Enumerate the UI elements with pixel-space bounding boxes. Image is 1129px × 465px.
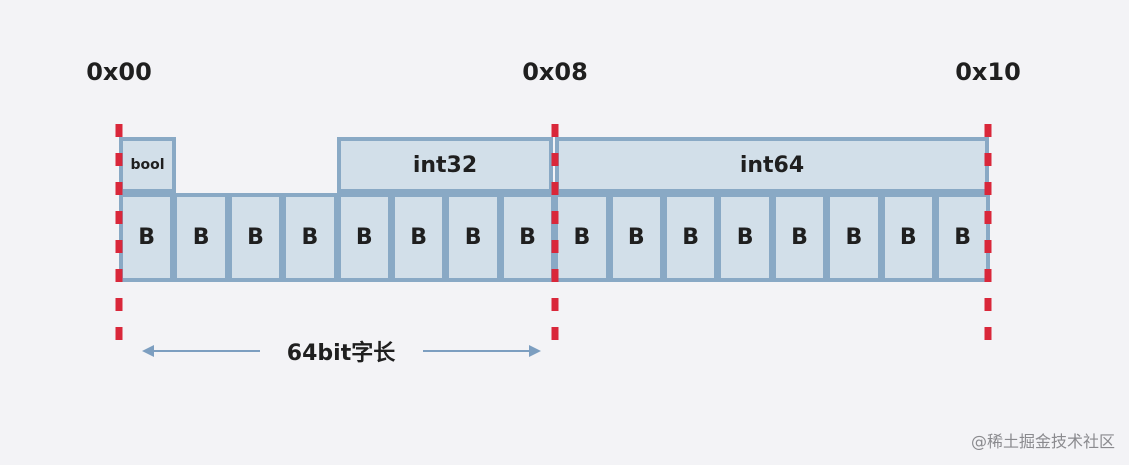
arrow-left <box>142 345 260 357</box>
byte-cell: B <box>717 193 773 282</box>
arrow-right <box>423 345 541 357</box>
boundary-line-0x08 <box>551 124 559 352</box>
boundary-line-0x00 <box>115 124 123 352</box>
byte-cell: B <box>771 193 828 282</box>
field-bool: bool <box>119 137 176 193</box>
address-label-0x08: 0x08 <box>522 58 588 86</box>
boundary-line-0x10 <box>984 124 992 352</box>
byte-cell: B <box>499 193 556 282</box>
field-int64: int64 <box>555 137 989 193</box>
byte-cell: B <box>554 193 610 282</box>
field-int32: int32 <box>337 137 553 193</box>
byte-cell: B <box>935 193 991 282</box>
byte-cell: B <box>880 193 936 282</box>
byte-cell: B <box>663 193 719 282</box>
watermark: @稀土掘金技术社区 <box>970 432 1115 451</box>
byte-cell: B <box>119 193 175 282</box>
byte-cell: B <box>445 193 501 282</box>
word-size-label: 64bit字长 <box>286 341 396 366</box>
byte-cell: B <box>608 193 664 282</box>
byte-cell: B <box>173 193 229 282</box>
byte-cell: B <box>282 193 338 282</box>
byte-cell: B <box>826 193 882 282</box>
address-label-0x00: 0x00 <box>86 58 152 86</box>
byte-cell: B <box>336 193 392 282</box>
address-label-0x10: 0x10 <box>955 58 1021 86</box>
byte-cell: B <box>227 193 284 282</box>
byte-cell: B <box>391 193 447 282</box>
